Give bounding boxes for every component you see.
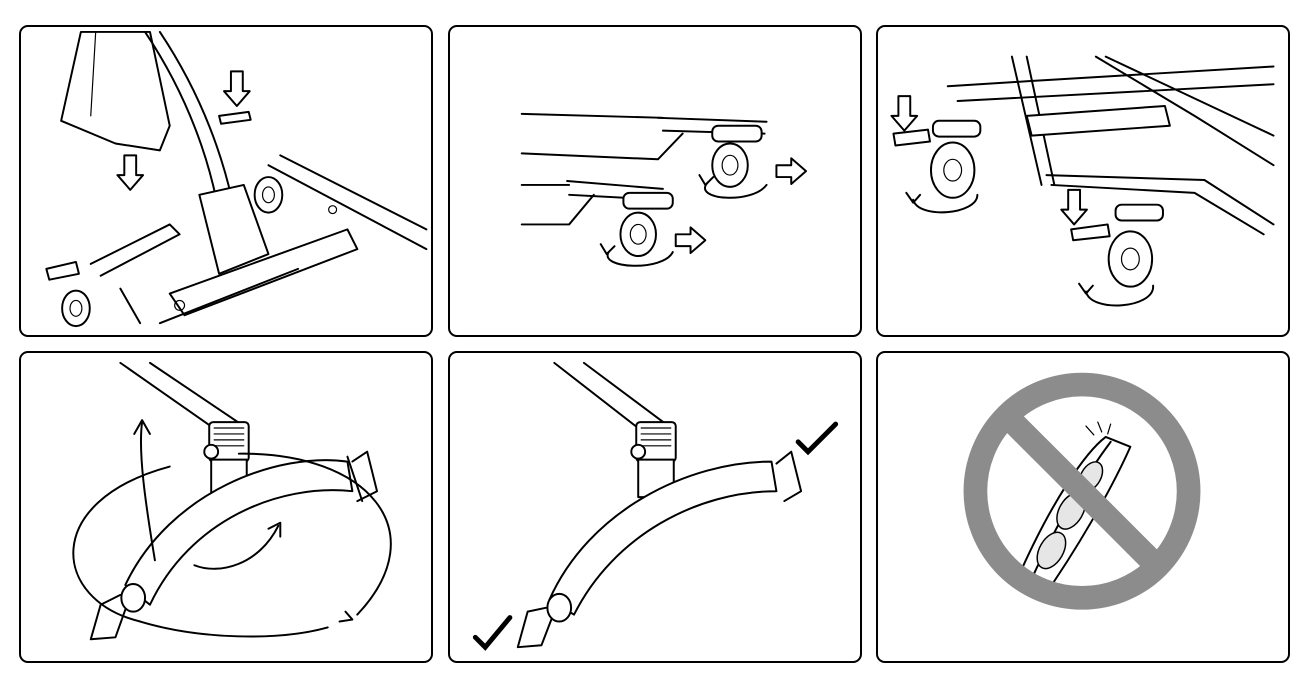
checkmark-icon: [795, 421, 839, 456]
panel-lift-base-pedal: [19, 25, 433, 337]
down-arrow-icon: [223, 70, 251, 107]
hook-illustration: [1015, 421, 1132, 601]
panel-caster-rotation: [448, 25, 862, 337]
caster-brake-illustration: [890, 55, 1275, 307]
panel-spreader-bar-rotation: [19, 351, 433, 663]
spreader-bar-correct-illustration: [472, 361, 839, 651]
panel-spreader-bar-correct: [448, 351, 862, 663]
rotate-arrow-icon: [193, 521, 282, 570]
caster-rotation-illustration: [520, 112, 808, 267]
right-arrow-icon: [674, 226, 707, 255]
panel-caster-brake: [876, 25, 1290, 337]
rotate-arrow-icon: [1078, 282, 1155, 307]
lift-base-illustration: [45, 30, 428, 328]
down-arrow-icon: [116, 154, 145, 191]
rotate-arrow-icon: [905, 191, 979, 214]
prohibition-icon: [963, 372, 1201, 610]
panel-prohibited-hook: [876, 351, 1290, 663]
rotate-arrow-icon: [698, 174, 768, 199]
rotate-arrow-icon: [72, 452, 392, 638]
checkmark-icon: [472, 615, 513, 651]
down-arrow-icon: [1060, 188, 1088, 226]
rotate-arrow-icon: [133, 419, 156, 562]
rotate-arrow-icon: [599, 243, 674, 267]
down-arrow-icon: [890, 95, 919, 132]
spreader-bar-rotation-illustration: [72, 361, 392, 641]
right-arrow-icon: [775, 157, 808, 185]
prohibited-hook-illustration: [963, 372, 1201, 610]
